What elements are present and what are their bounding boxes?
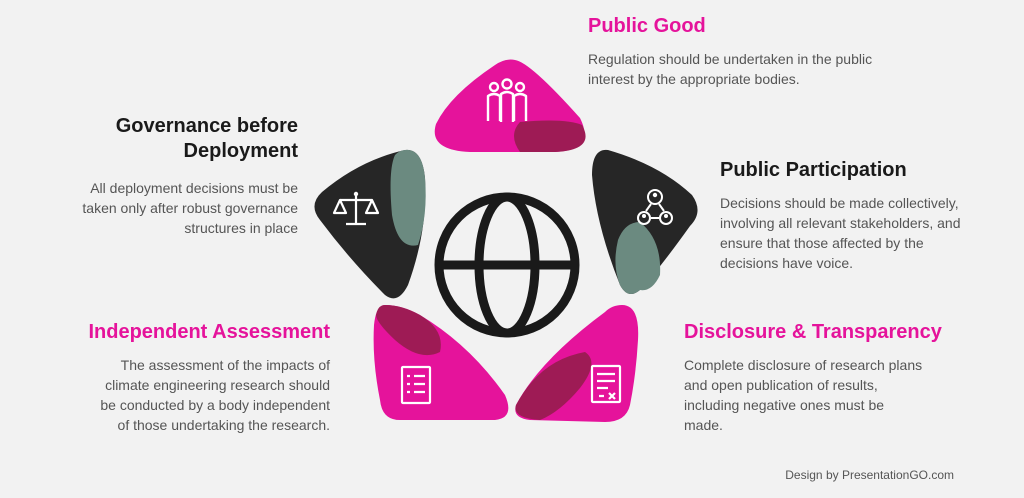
governance-before-deployment-title: Governance before Deployment (115, 115, 298, 162)
public-good-title: Public Good (588, 15, 706, 37)
public-participation-description: Decisions should be made collectively, i… (720, 195, 961, 271)
independent-assessment-description: The assessment of the impacts of climate… (100, 357, 330, 433)
petal-public-good (434, 59, 586, 152)
people-group-icon (486, 78, 528, 122)
network-people-icon (637, 189, 673, 225)
governance-before-deployment-description: All deployment decisions must be taken o… (82, 180, 298, 236)
segment-public-participation: Public Participation Decisions should be… (720, 158, 970, 273)
segment-public-good: Public Good Regulation should be underta… (588, 14, 878, 89)
checklist-icon (400, 365, 432, 405)
public-participation-title: Public Participation (720, 159, 907, 181)
segment-governance-before-deployment: Governance before Deployment All deploym… (60, 114, 298, 238)
disclosure-transparency-title: Disclosure & Transparency (684, 321, 942, 343)
segment-disclosure-transparency: Disclosure & Transparency Complete discl… (684, 320, 984, 435)
scales-icon (332, 191, 380, 226)
independent-assessment-title: Independent Assessment (88, 321, 330, 343)
petal-disclosure-transparency (515, 305, 639, 422)
segment-independent-assessment: Independent Assessment The assessment of… (60, 320, 330, 435)
disclosure-transparency-description: Complete disclosure of research plans an… (684, 357, 923, 433)
globe-icon (434, 192, 580, 338)
petal-public-participation (592, 149, 698, 294)
public-good-description: Regulation should be undertaken in the p… (588, 51, 873, 87)
petal-governance-before-deployment (314, 149, 426, 299)
document-icon (590, 364, 622, 404)
design-credit: Design by PresentationGO.com (785, 468, 954, 482)
